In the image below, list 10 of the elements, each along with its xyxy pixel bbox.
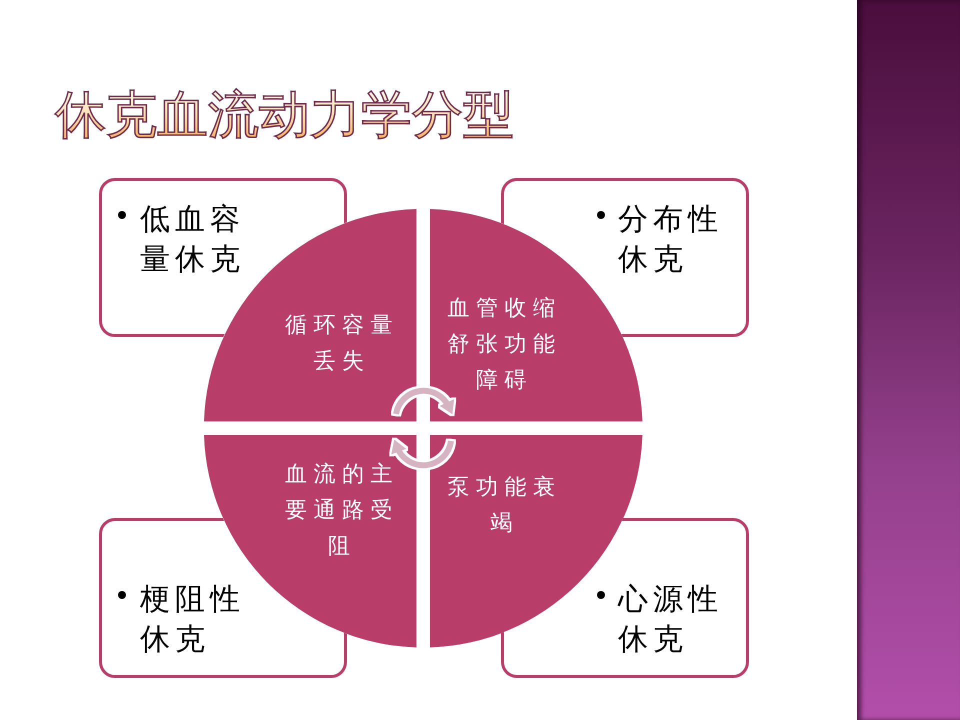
quadrant-text: 血管收缩舒张功能障碍 [446, 295, 562, 396]
list-item-text: 分布性休克 [618, 201, 724, 279]
quadrant-text: 泵功能衰竭 [446, 474, 562, 538]
curved-arrow [392, 440, 454, 468]
list-item-text: 心源性休克 [618, 581, 724, 659]
curved-arrow [393, 388, 454, 415]
list-item-text: 梗阻性休克 [140, 581, 246, 659]
list-item-text: 低血容量休克 [140, 201, 246, 279]
quadrant-text: 循环容量丢失 [284, 312, 400, 376]
quadrant-text: 血流的主要通路受阻 [284, 460, 400, 560]
